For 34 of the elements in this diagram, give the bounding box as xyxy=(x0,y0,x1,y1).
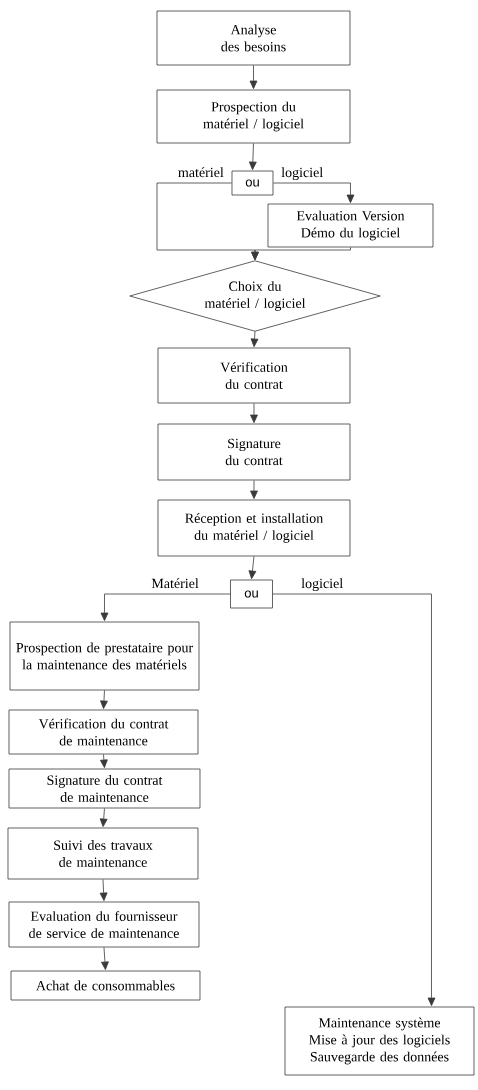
process-box: Analyse des besoins xyxy=(156,10,351,66)
branch-box: ou xyxy=(230,579,273,609)
arrow xyxy=(272,593,436,1006)
edge-label: logiciel xyxy=(281,167,323,181)
arrow xyxy=(99,808,108,827)
process-box: Vérification du contrat xyxy=(157,347,351,404)
branch-box: ou xyxy=(231,170,274,196)
process-box: Prospection du matériel / logiciel xyxy=(156,89,351,144)
process-box: Signature du contrat de maintenance xyxy=(8,768,201,809)
arrow xyxy=(250,480,258,499)
edge-label: matériel xyxy=(178,167,224,178)
arrow xyxy=(101,947,109,970)
arrow xyxy=(273,182,355,204)
process-box: Evaluation Version Démo du logiciel xyxy=(267,203,434,248)
arrow xyxy=(250,403,258,423)
arrow xyxy=(100,690,108,709)
process-box: Achat de consommables xyxy=(10,970,201,1001)
edge-label: logiciel xyxy=(301,578,343,592)
process-box: Réception et installation du matériel / logiciel xyxy=(157,499,351,557)
arrow xyxy=(100,754,108,768)
arrow xyxy=(251,247,351,261)
process-box: Prospection de prestataire pour la maintenance des matériels xyxy=(9,621,200,691)
process-box: Maintenance système Mise à jour des logiciels Sauvegarde des données xyxy=(284,1006,475,1076)
arrow xyxy=(100,593,231,621)
process-box: Signature du contrat xyxy=(157,423,351,481)
process-box: Suivi des travaux de maintenance xyxy=(7,827,199,880)
process-box: Evaluation du fournisseur de service de maintenance xyxy=(8,901,200,948)
process-box: Vérification du contrat de maintenance xyxy=(8,709,199,755)
edge-label: Matériel xyxy=(151,578,199,589)
arrow xyxy=(249,65,258,90)
arrow xyxy=(250,330,259,348)
arrow xyxy=(99,879,108,901)
arrow xyxy=(248,143,257,171)
arrow xyxy=(248,556,257,580)
